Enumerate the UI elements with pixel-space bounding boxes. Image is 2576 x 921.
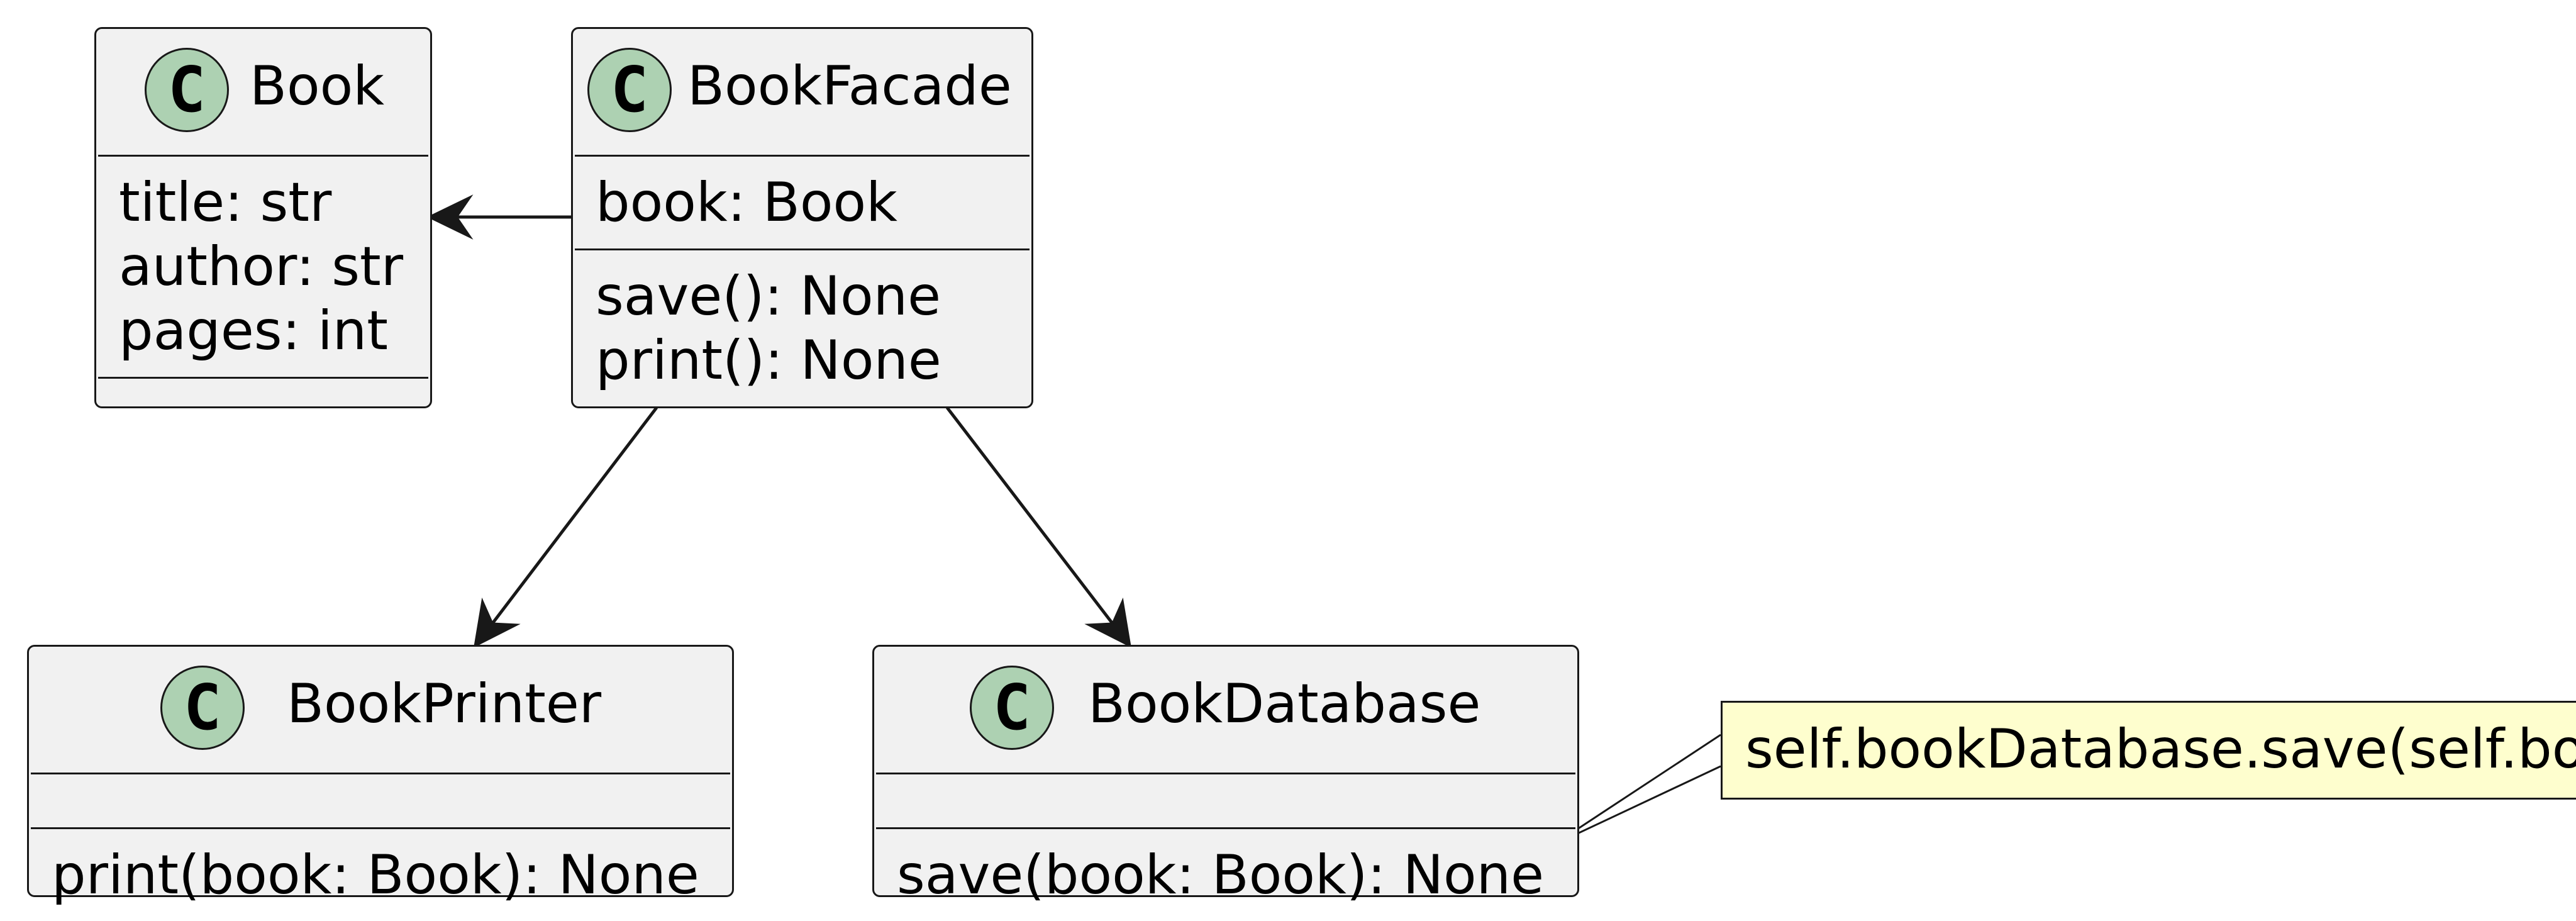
field: title: str	[119, 171, 332, 234]
arrowhead-database	[1084, 597, 1131, 648]
fields-section	[874, 774, 1577, 827]
method: print(): None	[596, 329, 941, 392]
field: book: Book	[596, 171, 897, 234]
field: pages: int	[119, 299, 389, 362]
class-name: BookDatabase	[1088, 673, 1481, 735]
class-header: C Book	[96, 29, 430, 155]
method: print(book: Book): None	[52, 844, 699, 907]
class-stereotype-icon: C	[587, 48, 672, 132]
note: self.bookDatabase.save(self.book)	[1721, 701, 2576, 800]
class-bookprinter[interactable]: C BookPrinter print(book: Book): None	[27, 645, 734, 907]
methods-section: print(book: Book): None	[29, 829, 732, 921]
section-divider	[31, 827, 730, 829]
methods-section: save(book: Book): None	[874, 829, 1577, 921]
class-header: C BookDatabase	[874, 647, 1577, 773]
methods-section: save(): None print(): None	[573, 250, 1031, 406]
class-stereotype-icon: C	[145, 48, 229, 132]
section-divider	[31, 773, 730, 774]
section-divider	[876, 773, 1575, 774]
fields-section: book: Book	[573, 157, 1031, 248]
class-header: C BookFacade	[573, 29, 1031, 155]
class-name: BookPrinter	[287, 673, 602, 735]
method: save(): None	[596, 265, 941, 328]
fields-section	[29, 774, 732, 827]
class-bookdatabase[interactable]: C BookDatabase save(book: Book): None	[872, 645, 1579, 907]
class-book[interactable]: C Book title: str author: str pages: int	[94, 27, 432, 408]
section-divider	[876, 827, 1575, 829]
class-bookfacade[interactable]: C BookFacade book: Book save(): None pri…	[571, 27, 1033, 408]
class-name: BookFacade	[687, 55, 1012, 118]
section-divider	[98, 377, 428, 379]
arrowhead-book	[426, 194, 474, 240]
note-text: self.bookDatabase.save(self.book)	[1745, 718, 2576, 781]
edge-facade-to-database	[946, 406, 1124, 638]
class-stereotype-icon: C	[160, 666, 245, 750]
section-divider	[575, 248, 1030, 250]
class-header: C BookPrinter	[29, 647, 732, 773]
field: author: str	[119, 235, 404, 298]
section-divider	[98, 155, 428, 157]
section-divider	[575, 155, 1030, 157]
arrowhead-printer	[474, 597, 521, 648]
edge-facade-to-printer	[481, 406, 658, 638]
fields-section: title: str author: str pages: int	[96, 157, 430, 377]
method: save(book: Book): None	[897, 844, 1545, 907]
class-stereotype-icon: C	[970, 666, 1054, 750]
class-name: Book	[250, 55, 385, 118]
